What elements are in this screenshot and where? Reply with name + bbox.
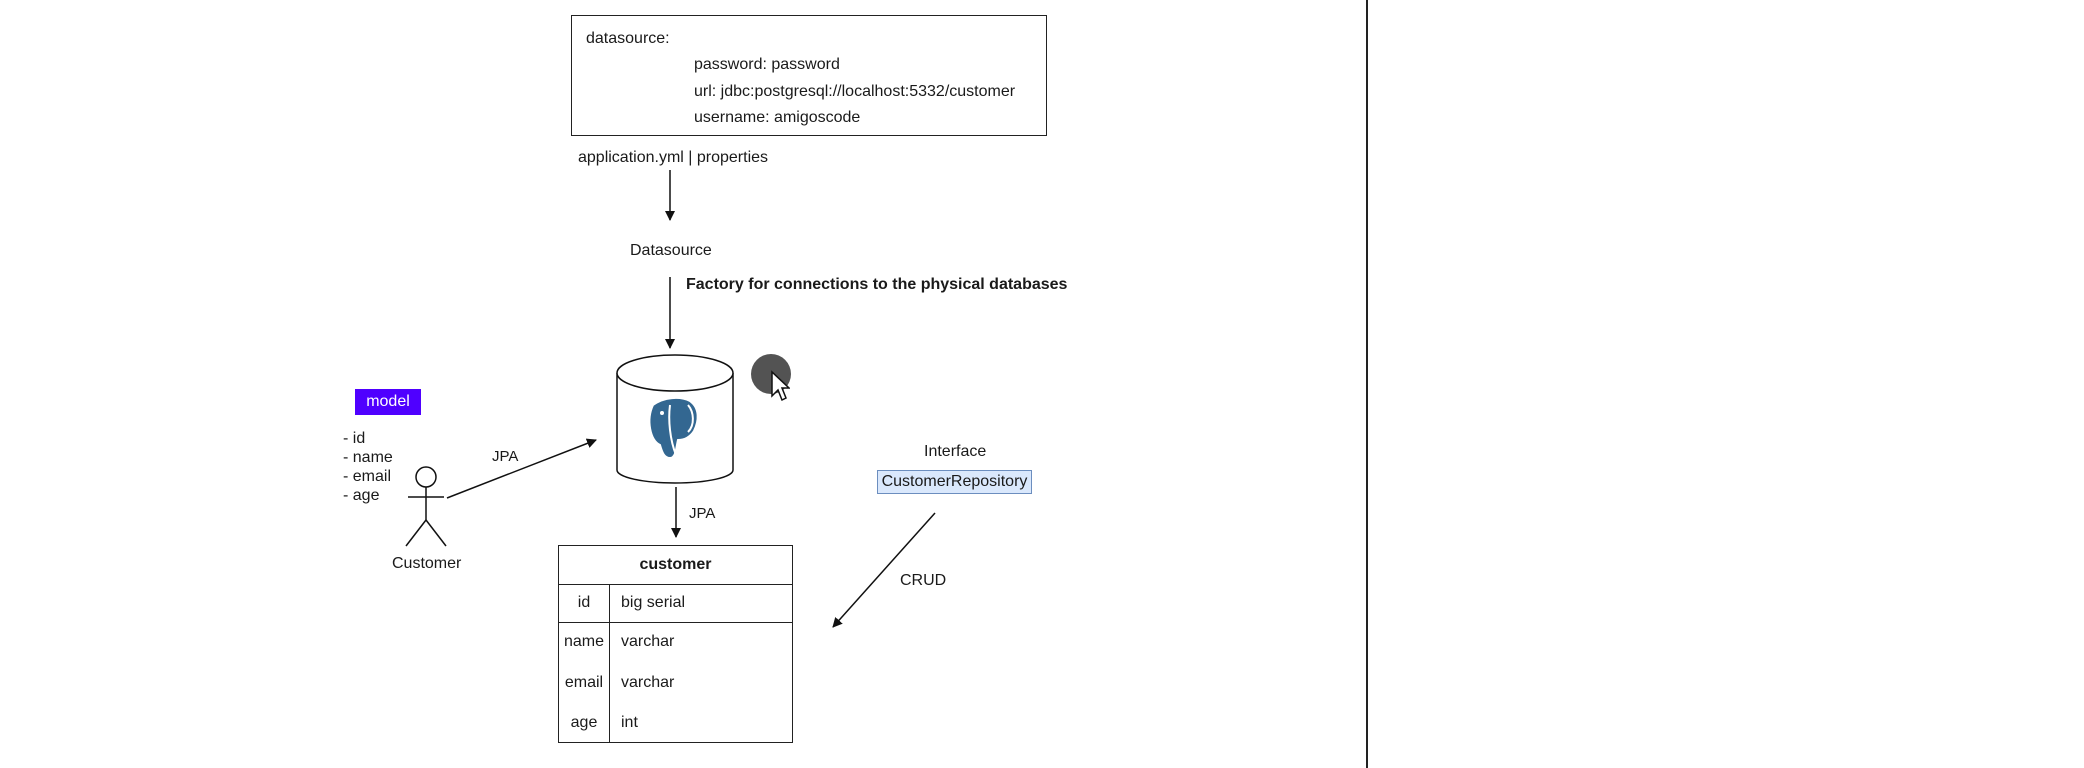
postgresql-elephant-icon [648,396,699,460]
config-password: password: password [694,56,840,73]
table-row: id big serial [559,584,792,623]
jpa-label-left: JPA [492,448,519,465]
actor-stick-figure [405,466,447,547]
column-name: email [564,674,604,691]
column-type: varchar [621,633,675,650]
model-field-name: - name [343,449,393,466]
table-column-divider [609,584,610,742]
page-edge-divider [1366,0,1368,768]
crud-label: CRUD [900,572,947,589]
table-row: age int [559,704,792,742]
table-row: email varchar [559,664,792,702]
column-type: big serial [621,594,686,611]
column-type: varchar [621,674,675,691]
customer-repository-box: CustomerRepository [877,470,1032,494]
model-badge: model [355,389,421,415]
column-name: age [570,714,598,731]
actor-label: Customer [392,555,462,572]
config-url: url: jdbc:postgresql://localhost:5332/cu… [694,83,1016,100]
jpa-label-down: JPA [689,505,716,522]
factory-label: Factory for connections to the physical … [686,276,1068,293]
column-name: name [563,633,605,650]
column-name: id [577,594,591,611]
mouse-pointer-icon [771,370,790,402]
column-type: int [621,714,638,731]
datasource-label: Datasource [630,242,712,259]
customer-table: customer id big serial name varchar emai… [558,545,793,743]
datasource-config-box: datasource: password: password url: jdbc… [571,15,1047,136]
config-key: datasource: [586,30,670,47]
table-title: customer [559,546,792,585]
model-field-age: - age [343,487,380,504]
model-field-email: - email [343,468,392,485]
config-username: username: amigoscode [694,109,861,126]
config-caption: application.yml | properties [578,149,769,166]
model-field-id: - id [343,430,366,447]
interface-label: Interface [924,443,987,460]
arrow-customer-to-db [446,438,597,499]
table-row: name varchar [559,623,792,661]
arrow-repository-to-table [832,512,936,628]
